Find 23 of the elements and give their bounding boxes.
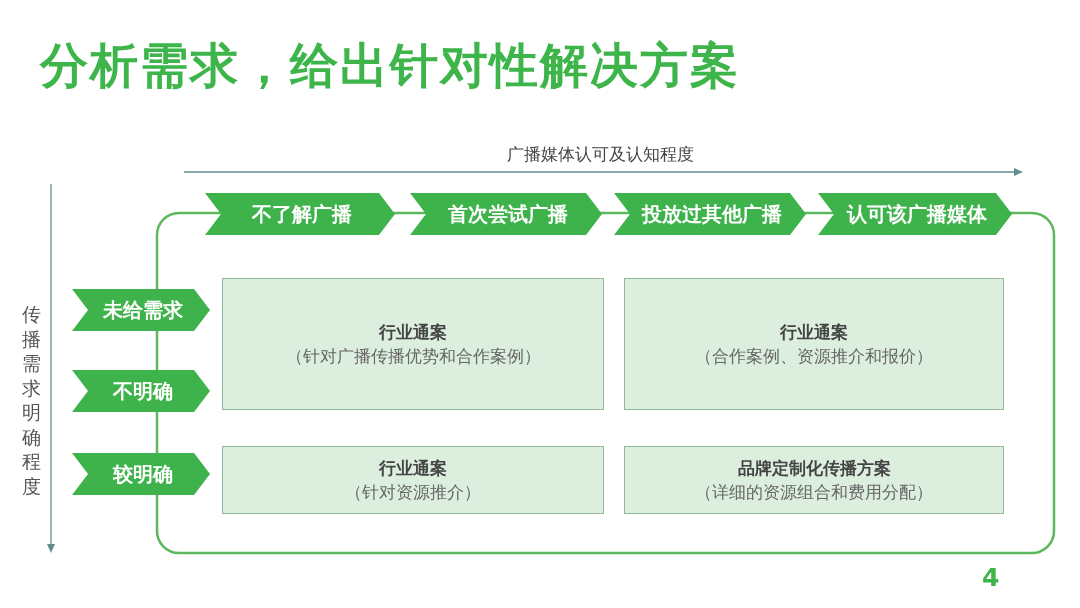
slide-title: 分析需求，给出针对性解决方案 — [40, 36, 740, 95]
solution-title: 行业通案 — [379, 457, 447, 480]
solution-details: （针对广播传播优势和合作案例） — [285, 345, 541, 368]
axis-title: 广播媒体认可及认知程度 — [506, 143, 694, 166]
stage-banner: 认可该广播媒体 — [818, 193, 1012, 235]
level-banner: 未给需求 — [72, 289, 210, 331]
solution-details: （详细的资源组合和费用分配） — [695, 481, 933, 504]
stage-banner: 投放过其他广播 — [614, 193, 806, 235]
solution-box — [222, 446, 604, 514]
solution-details: （针对资源推介） — [345, 481, 481, 504]
solution-box — [624, 446, 1004, 514]
level-banner: 较明确 — [72, 453, 210, 495]
axis-title: 传播需求明确程度 — [22, 302, 41, 498]
level-banner: 不明确 — [72, 370, 210, 412]
page-number: 4 — [982, 563, 1000, 593]
solution-title: 行业通案 — [780, 321, 848, 344]
solution-box — [624, 278, 1004, 410]
stage-banner: 不了解广播 — [205, 193, 395, 235]
solution-box — [222, 278, 604, 410]
solution-title: 行业通案 — [379, 321, 447, 344]
stage-banner: 首次尝试广播 — [410, 193, 602, 235]
solution-details: （合作案例、资源推介和报价） — [695, 345, 933, 368]
solution-title: 品牌定制化传播方案 — [737, 457, 891, 480]
